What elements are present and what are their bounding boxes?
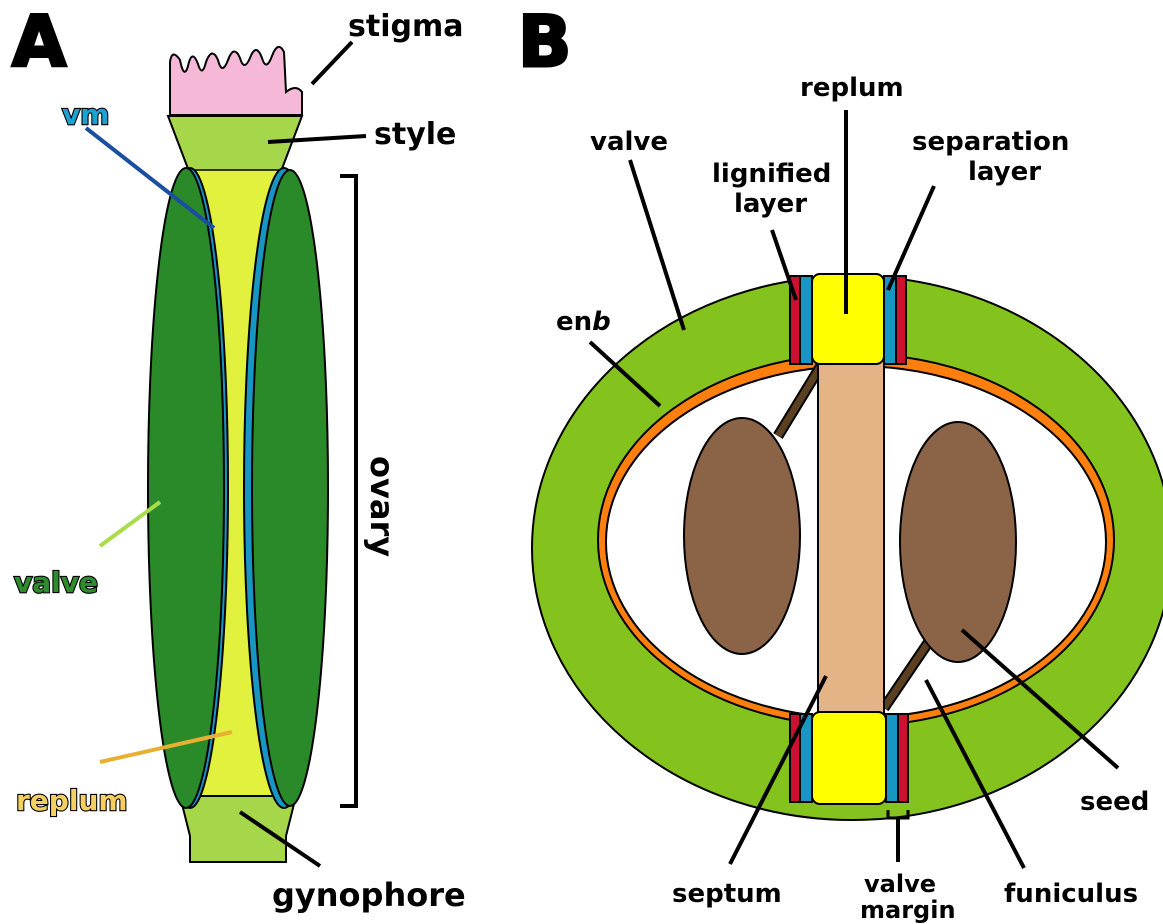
enb-label: enb	[556, 307, 611, 337]
lignified-layer-bottom-right	[898, 714, 908, 802]
style-label: style	[374, 117, 456, 152]
stigma-label: stigma	[348, 9, 463, 44]
septum-label: septum	[672, 879, 782, 909]
seed-left	[684, 418, 800, 654]
stigma-shape	[170, 47, 302, 115]
enb-label-prefix: en	[556, 307, 592, 337]
valve-label-b: valve	[590, 127, 668, 157]
enb-label-suffix: b	[592, 307, 611, 337]
panel-b-letter: B	[518, 1, 571, 83]
vm-label: vm	[62, 98, 109, 131]
panel-a-letter: A	[12, 1, 66, 83]
replum-label-a: replum	[16, 784, 128, 817]
valve-margin-label-line1: valve	[864, 870, 936, 898]
separation-layer-top-left	[800, 276, 812, 364]
separation-layer-bottom-right	[886, 714, 898, 802]
seed-right	[900, 422, 1016, 662]
separation-leader	[888, 186, 934, 290]
panel-a: A stigma style vm ovary valve	[12, 1, 466, 914]
replum-label-b: replum	[800, 73, 904, 103]
stigma-leader	[312, 42, 352, 84]
right-valve	[252, 170, 328, 806]
style-shape	[168, 116, 302, 174]
valve-label-a: valve	[14, 566, 98, 599]
ovary-label: ovary	[363, 456, 401, 557]
valve-margin-label-line2: margin	[860, 896, 956, 924]
replum-bottom	[812, 712, 886, 804]
seed-label: seed	[1080, 787, 1149, 817]
septum	[818, 360, 884, 718]
valve-leader-b	[630, 160, 684, 330]
ovary-bracket	[340, 176, 356, 806]
lignified-label-line1: lignified	[712, 159, 831, 189]
lignified-layer-top-right	[896, 276, 906, 364]
lignified-label-line2: layer	[734, 189, 807, 219]
left-valve	[148, 168, 224, 808]
separation-label-line2: layer	[968, 157, 1041, 187]
funiculus-label: funiculus	[1004, 879, 1138, 909]
gynophore-label: gynophore	[272, 876, 466, 914]
separation-label-line1: separation	[912, 127, 1069, 157]
panel-b: B replum valve	[518, 1, 1163, 924]
